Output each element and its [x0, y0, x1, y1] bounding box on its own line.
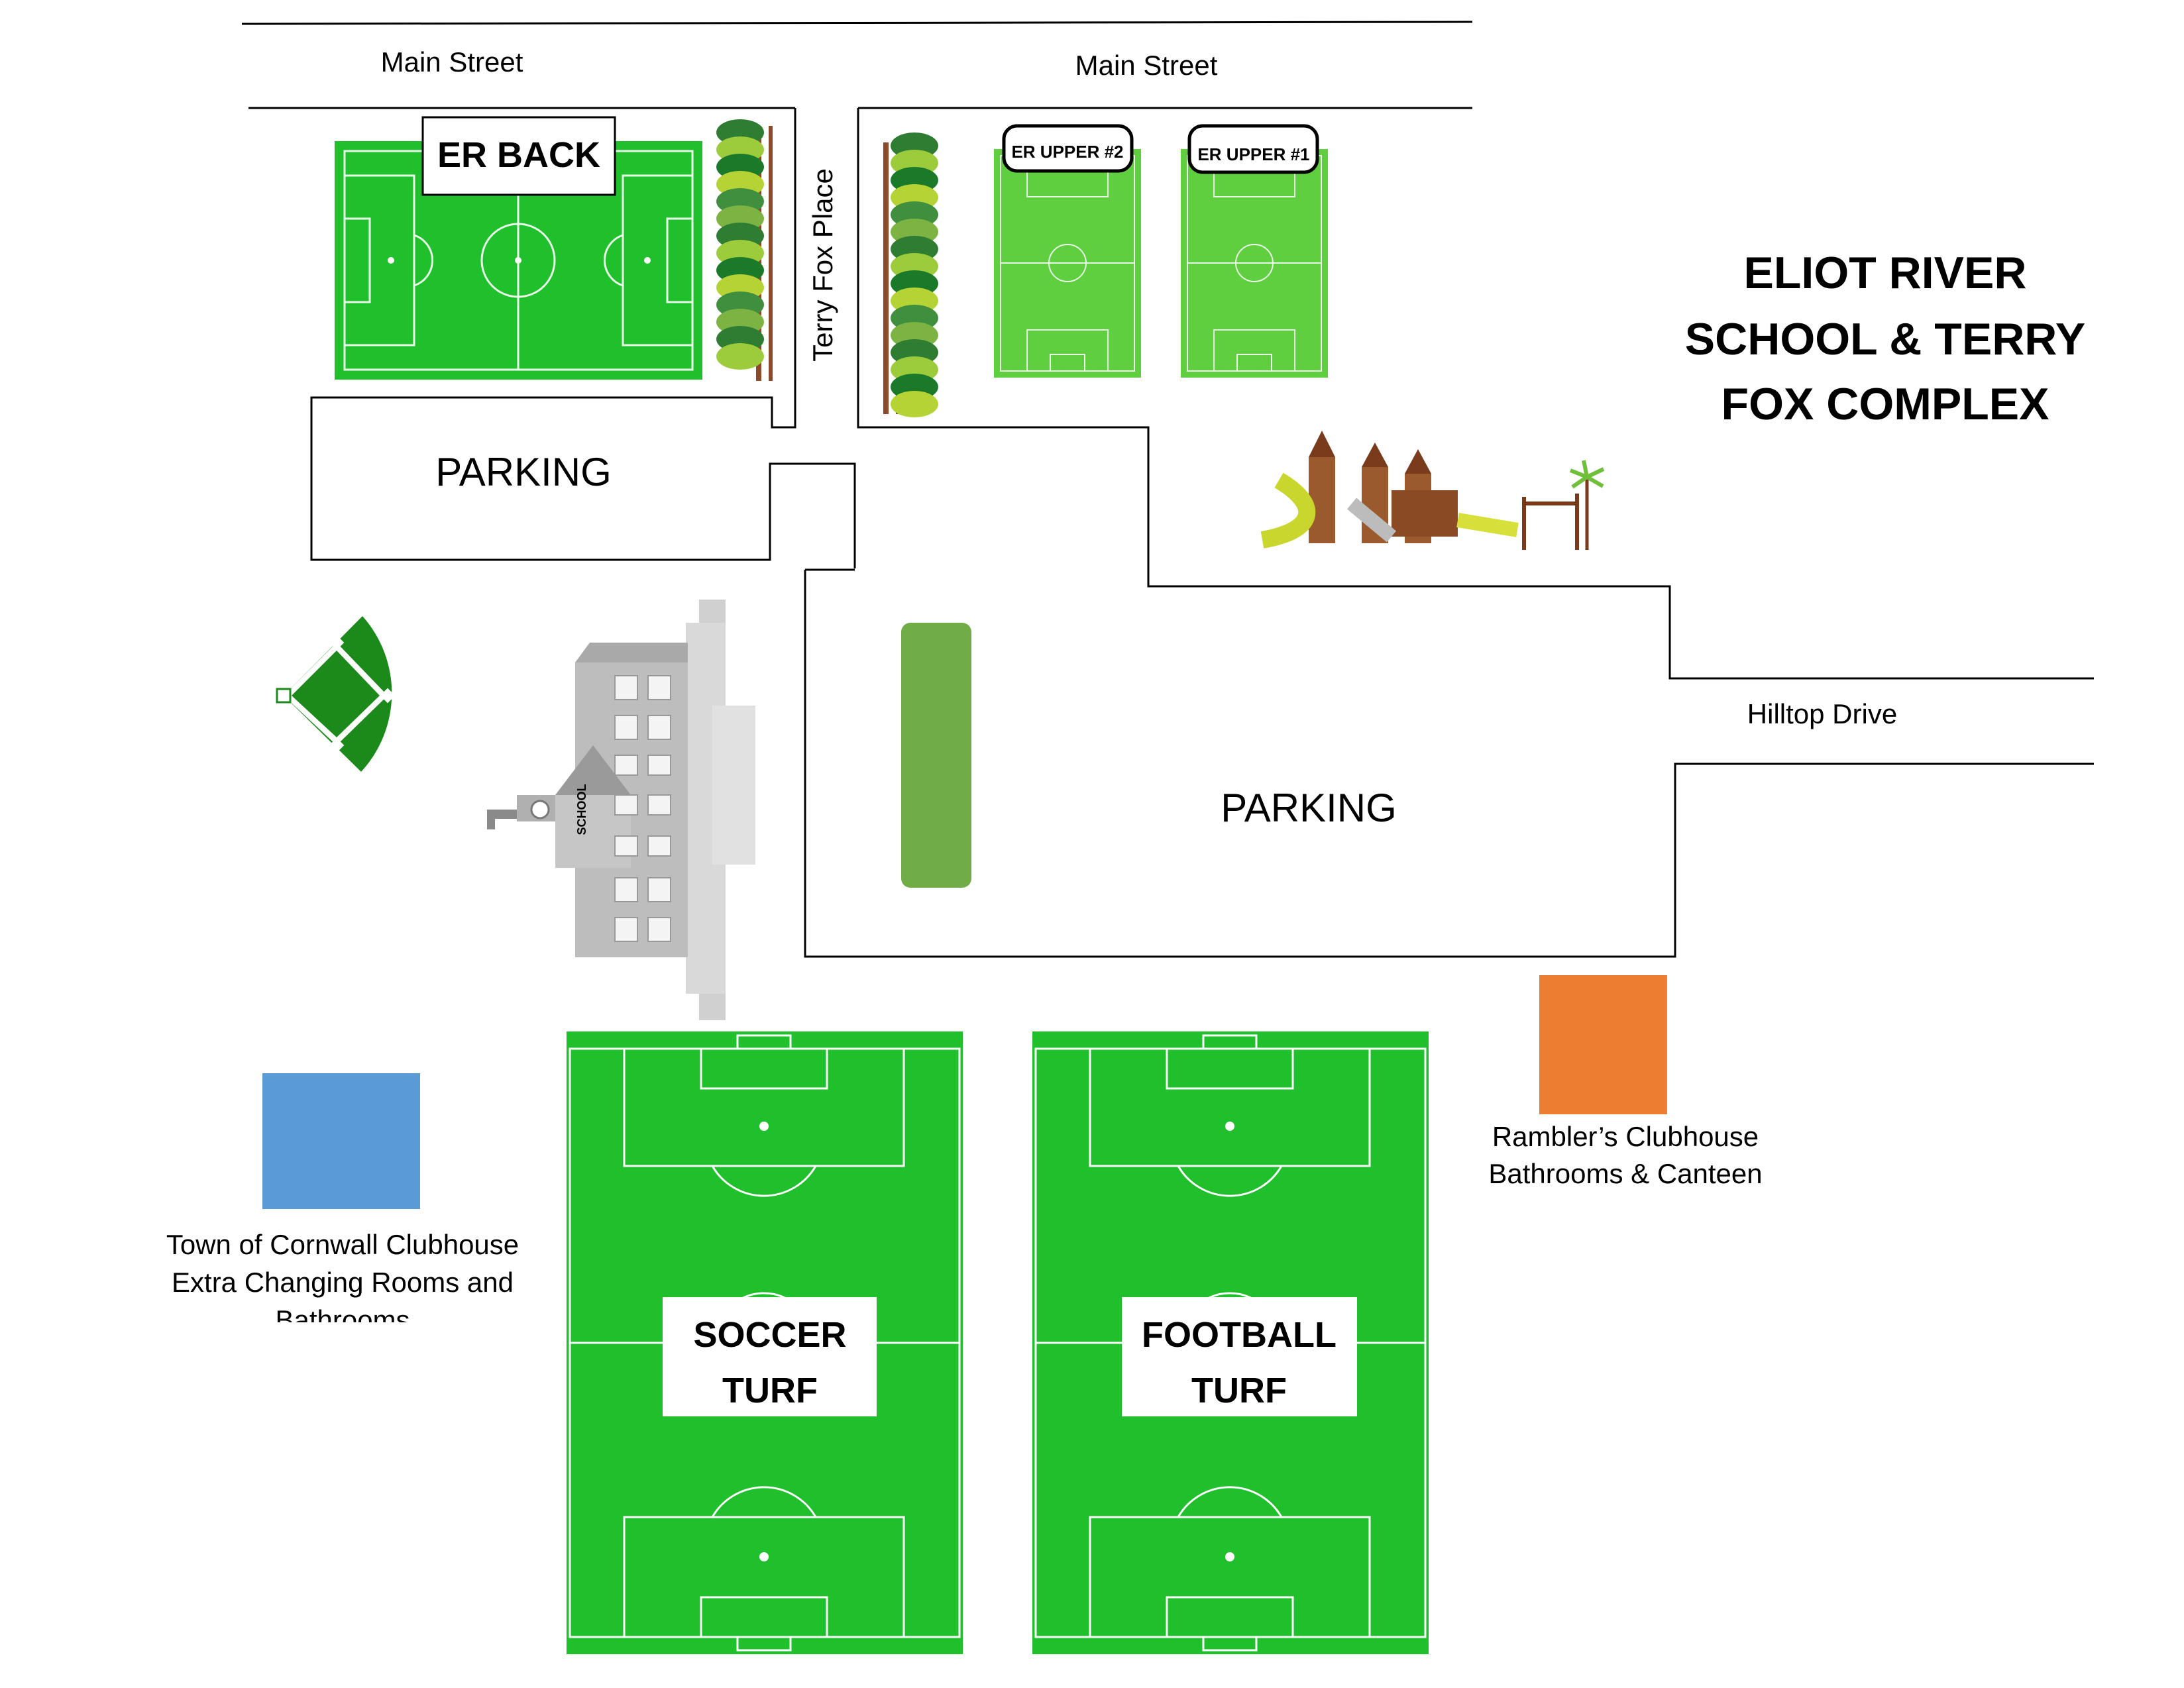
parking-label-upper: PARKING — [435, 450, 612, 494]
er-upper-2-field — [994, 149, 1141, 378]
er-upper-1-label-box — [1187, 124, 1319, 174]
main-street-north-edge — [241, 21, 1473, 25]
ramblers-clubhouse-line-1: Rambler’s Clubhouse — [1492, 1121, 1759, 1152]
complex-title-line-1: ELIOT RIVER — [1744, 248, 2027, 298]
terry-fox-place-label: Terry Fox Place — [807, 168, 838, 362]
soccer-turf-label-line-2: TURF — [722, 1371, 818, 1410]
er-upper-2-label: ER UPPER #2 — [1011, 142, 1123, 162]
soccer-turf-label-line-1: SOCCER — [693, 1315, 846, 1355]
playground-icon — [1260, 431, 1605, 550]
football-turf-label-line-1: FOOTBALL — [1142, 1315, 1337, 1355]
hedge-row-left — [716, 119, 773, 381]
er-back-label: ER BACK — [437, 135, 600, 175]
cornwall-clubhouse-line-2: Extra Changing Rooms and — [172, 1267, 514, 1298]
road-outlines — [241, 21, 2094, 958]
baseball-diamond-icon — [276, 616, 396, 772]
school-sign: SCHOOL — [575, 784, 588, 835]
hilltop-drive-label: Hilltop Drive — [1747, 698, 1897, 729]
ramblers-clubhouse-marker — [1539, 975, 1667, 1114]
school-building-icon: SCHOOL — [487, 600, 755, 1020]
complex-title-line-3: FOX COMPLEX — [1721, 379, 2049, 429]
complex-title-line-2: SCHOOL & TERRY — [1685, 314, 2086, 364]
parking-median — [901, 623, 971, 888]
er-back-label-box — [421, 116, 616, 196]
cornwall-caption-clip — [252, 1322, 437, 1342]
er-upper-1-label: ER UPPER #1 — [1197, 144, 1309, 164]
soccer-turf-label-box — [663, 1297, 877, 1416]
upper-parking-outline — [310, 108, 856, 568]
lower-parking-outline-south — [804, 570, 2094, 958]
main-street-label-left: Main Street — [381, 46, 523, 78]
main-street-label-right: Main Street — [1075, 50, 1218, 81]
parking-label-lower: PARKING — [1221, 786, 1397, 830]
cornwall-clubhouse-line-1: Town of Cornwall Clubhouse — [166, 1229, 519, 1260]
football-turf-label-box — [1122, 1297, 1357, 1416]
hedge-row-right — [883, 132, 938, 417]
hedge-shrub — [891, 391, 938, 417]
er-upper-1-field — [1181, 149, 1328, 378]
cornwall-clubhouse-marker — [262, 1073, 420, 1209]
football-turf-label-line-2: TURF — [1191, 1371, 1287, 1410]
hedge-shrub — [716, 343, 764, 370]
er-upper-2-label-box — [1002, 124, 1134, 173]
ramblers-clubhouse-line-2: Bathrooms & Canteen — [1488, 1158, 1762, 1189]
lower-parking-outline — [857, 108, 2094, 680]
